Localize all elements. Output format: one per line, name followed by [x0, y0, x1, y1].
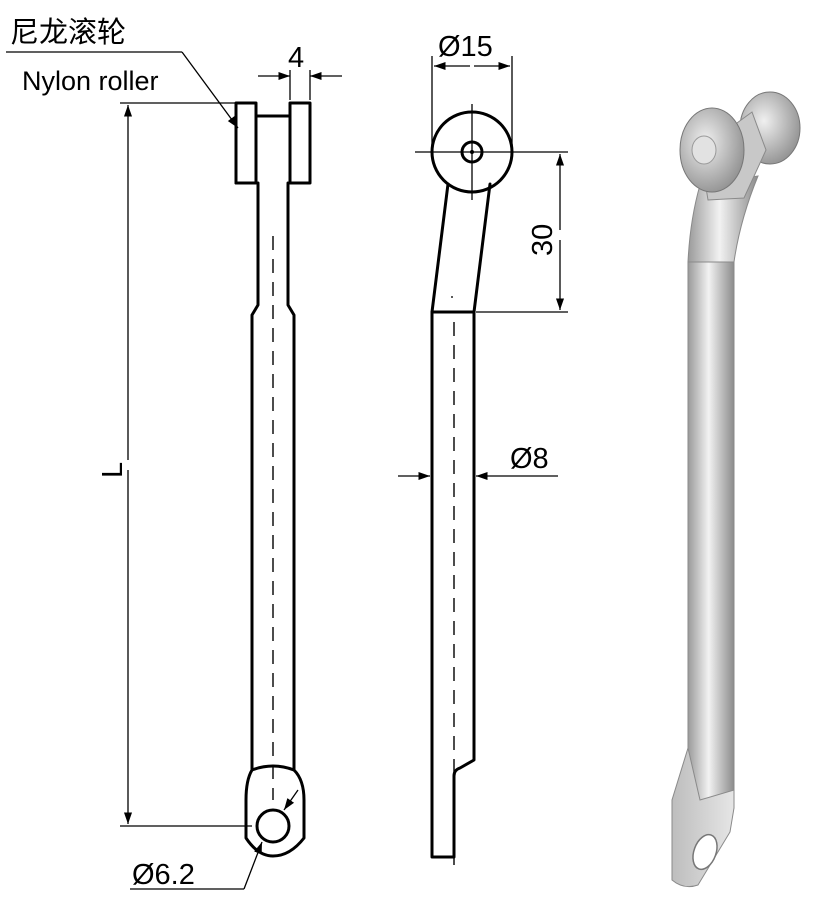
- dim-roller-dia-label: Ø15: [438, 31, 493, 63]
- dim-width-label: 4: [288, 42, 304, 74]
- front-eye: [244, 764, 306, 858]
- dim-hole: Ø6.2: [130, 789, 299, 891]
- roller-label-cn: 尼龙滚轮: [10, 16, 126, 49]
- dim-offset: 30: [476, 154, 568, 313]
- dim-offset-label: 30: [527, 224, 559, 256]
- roller-callout: 尼龙滚轮 Nylon roller: [6, 16, 239, 129]
- dim-length: L: [97, 102, 252, 827]
- dim-roller-dia: Ø15: [431, 31, 513, 150]
- front-neck: [250, 181, 296, 772]
- render-3d: [671, 91, 801, 888]
- dim-width: 4: [258, 42, 342, 100]
- dim-length-label: L: [97, 462, 129, 478]
- front-eye-hole: [255, 808, 291, 844]
- front-view: [234, 101, 312, 858]
- dim-rod-dia: Ø8: [398, 443, 558, 481]
- front-fork-lines: [234, 114, 258, 185]
- side-view: [415, 104, 568, 870]
- roller-label-en: Nylon roller: [22, 66, 159, 96]
- dim-rod-dia-label: Ø8: [510, 443, 549, 475]
- front-fork-left: [234, 101, 312, 185]
- side-rod: [430, 310, 476, 859]
- dim-hole-label: Ø6.2: [132, 859, 195, 891]
- side-arm: [430, 182, 492, 314]
